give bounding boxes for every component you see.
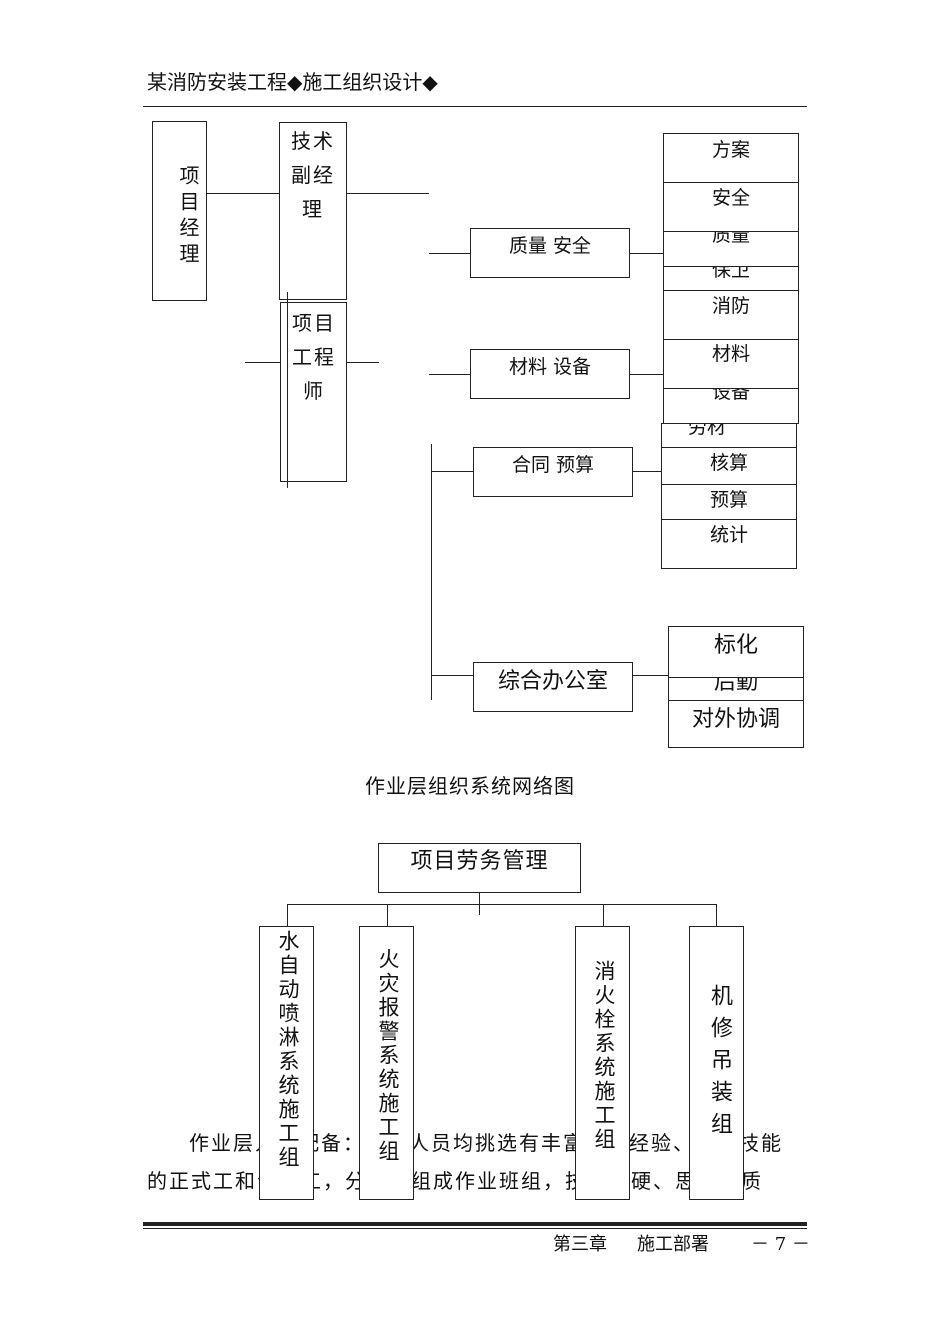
sub-item-logistics: 后勤	[668, 677, 804, 701]
sub-item-equipment: 设备	[663, 388, 799, 424]
connector	[716, 904, 717, 926]
label-team-sprinkler: 水自动喷淋系统施工组	[276, 930, 300, 1170]
sub-item-statistics: 统计	[661, 519, 797, 569]
label-dept-material-equipment: 材料 设备	[508, 356, 592, 378]
sub-item-accounting: 核算	[661, 447, 797, 485]
connector	[245, 362, 280, 363]
sub-item-fire: 消防	[663, 290, 799, 340]
footer-page-number: － 7 －	[751, 1234, 810, 1255]
chart-caption: 作业层组织系统网络图	[365, 774, 575, 798]
box-project-engineer	[280, 302, 347, 482]
sub-item-safety: 安全	[663, 182, 799, 232]
connector	[347, 193, 429, 194]
box-project-manager	[152, 121, 207, 301]
footer-rule-thin	[143, 1228, 807, 1229]
connector	[429, 374, 471, 375]
footer-rule	[143, 1222, 807, 1226]
box-dept-material-equipment	[470, 349, 630, 399]
sub-item-labor-material: 劳材	[661, 423, 797, 448]
label-tech-deputy: 技术副经理	[291, 129, 335, 221]
label-team-mechanical-hoisting: 机修吊装组	[707, 984, 732, 1144]
connector	[431, 675, 474, 676]
label-dept-office: 综合办公室	[497, 669, 608, 694]
connector	[287, 904, 717, 905]
team-fire-alarm	[359, 926, 414, 1200]
connector	[633, 471, 662, 472]
connector	[387, 904, 388, 926]
connector	[633, 675, 669, 676]
label-dept-contract-budget: 合同 预算	[511, 454, 595, 476]
connector	[347, 362, 379, 363]
header-rule	[143, 106, 807, 107]
sub-item-guard: 保卫	[663, 266, 799, 291]
box-dept-quality-safety	[470, 228, 630, 278]
connector	[603, 904, 604, 926]
label-labor-management: 项目劳务管理	[410, 849, 549, 874]
sub-item-standardization: 标化	[668, 626, 804, 678]
label-project-manager: 项目经理	[176, 165, 200, 269]
box-dept-contract-budget	[473, 447, 633, 497]
connector	[287, 904, 288, 926]
box-dept-office	[473, 662, 633, 712]
label-dept-quality-safety: 质量 安全	[508, 235, 592, 257]
sub-item-external-coordination: 对外协调	[668, 700, 804, 748]
connector	[630, 253, 664, 254]
team-mechanical-hoisting	[689, 926, 744, 1200]
connector	[431, 444, 432, 700]
sub-item-material: 材料	[663, 339, 799, 389]
team-sprinkler	[259, 926, 314, 1200]
connector	[630, 374, 664, 375]
sub-item-plan: 方案	[663, 133, 799, 183]
connector	[287, 292, 288, 488]
label-team-hydrant: 消火栓系统施工组	[592, 960, 616, 1152]
connector	[429, 253, 471, 254]
sub-item-quality: 质量	[663, 231, 799, 267]
footer-section: 施工部署	[637, 1234, 709, 1255]
label-team-fire-alarm: 火灾报警系统施工组	[376, 948, 400, 1164]
footer-chapter: 第三章	[553, 1234, 607, 1255]
box-tech-deputy	[279, 122, 347, 300]
sub-item-budget: 预算	[661, 484, 797, 520]
label-project-engineer: 项目工程师	[292, 311, 336, 403]
body-line-2: 的正式工和合同工，分专业组成作业班组，技术过硬、思想素质	[147, 1169, 763, 1193]
connector	[207, 193, 279, 194]
connector	[431, 471, 474, 472]
header-title: 某消防安装工程◆施工组织设计◆	[147, 70, 438, 94]
box-labor-management	[378, 843, 581, 893]
team-hydrant	[575, 926, 630, 1200]
